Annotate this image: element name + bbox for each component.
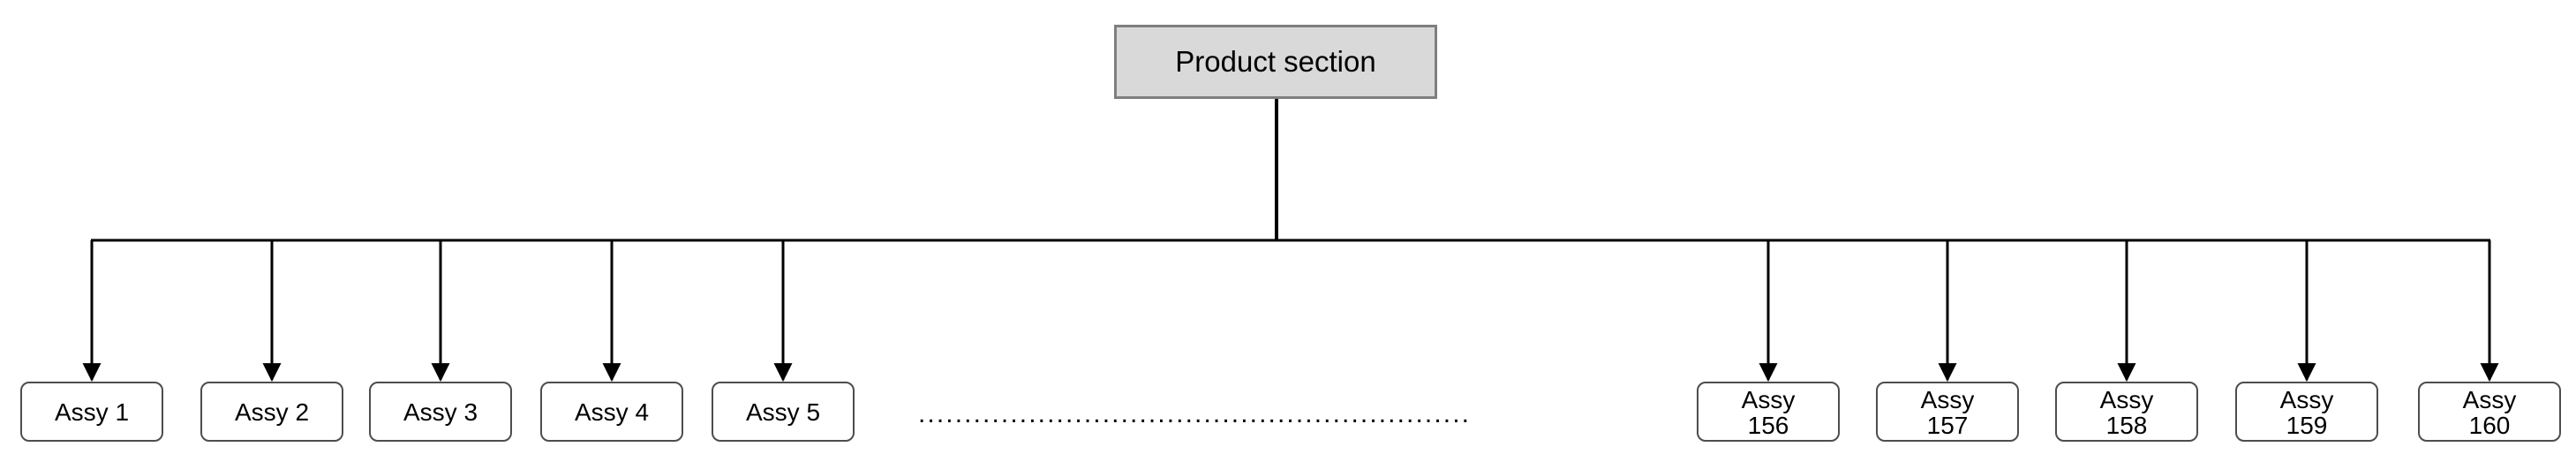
- child-node-assy-2: Assy 2: [200, 382, 343, 442]
- child-node-assy-5: Assy 5: [712, 382, 855, 442]
- child-node-assy-158: Assy 158: [2055, 382, 2198, 442]
- root-node-product-section: Product section: [1114, 25, 1437, 99]
- child-node-assy-1: Assy 1: [20, 382, 163, 442]
- omitted-nodes-ellipsis: ........................................…: [918, 399, 1472, 426]
- root-node-label: Product section: [1175, 45, 1376, 78]
- child-node-assy-157: Assy 157: [1876, 382, 2019, 442]
- child-node-assy-159: Assy 159: [2235, 382, 2378, 442]
- child-node-assy-3: Assy 3: [369, 382, 512, 442]
- child-node-assy-4: Assy 4: [540, 382, 683, 442]
- child-node-assy-156: Assy 156: [1697, 382, 1840, 442]
- drop-arrows: [82, 240, 2499, 382]
- child-node-assy-160: Assy 160: [2418, 382, 2561, 442]
